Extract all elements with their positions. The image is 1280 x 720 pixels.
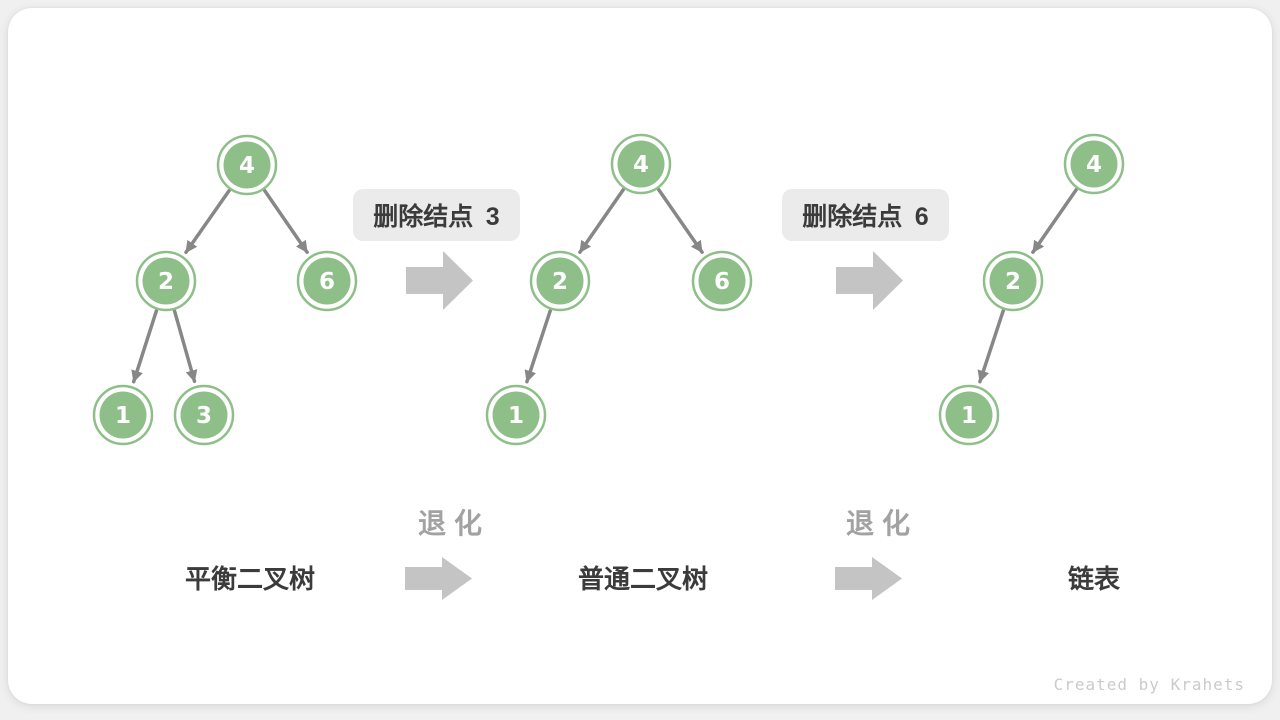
- tree-node: 1: [485, 384, 547, 446]
- tree-node: 6: [296, 250, 358, 312]
- tree-ordinary: 4 2 6 1: [485, 133, 753, 446]
- tree-node: 6: [691, 250, 753, 312]
- tree-node: 1: [938, 384, 1000, 446]
- diagram-card: [8, 8, 1272, 704]
- tree-node-value: 1: [961, 403, 977, 429]
- tree-node-value: 6: [714, 269, 730, 295]
- tree-edge: [977, 308, 1006, 384]
- tree-node: 4: [216, 134, 278, 196]
- tree-linked-list: 4 2 1: [938, 133, 1125, 446]
- arrow-right-icon: [835, 557, 902, 600]
- arrow-right-icon: [406, 251, 473, 310]
- tree-node-value: 2: [158, 269, 174, 295]
- tree-node-value: 3: [196, 403, 212, 429]
- tree-edge: [262, 188, 309, 254]
- tree-title-ordinary: 普通二叉树: [577, 564, 709, 594]
- tree-node-value: 6: [319, 269, 335, 295]
- step-label-text: 删除结点 3: [373, 203, 500, 231]
- tree-edge: [184, 188, 232, 255]
- tree-title-balanced: 平衡二叉树: [184, 564, 316, 594]
- tree-edge: [578, 187, 626, 254]
- delete-node-3-label: 删除结点 3: [353, 189, 520, 241]
- step-label-text: 删除结点 6: [802, 203, 929, 231]
- tree-node-value: 4: [633, 152, 649, 178]
- tree-node: 1: [92, 384, 154, 446]
- degrade-label: 退化: [417, 508, 491, 539]
- credit-text: Created by Krahets: [1053, 675, 1245, 694]
- tree-node: 2: [135, 250, 197, 312]
- tree-node: 4: [1063, 133, 1125, 195]
- tree-node-value: 1: [508, 403, 524, 429]
- tree-edge: [131, 308, 159, 384]
- tree-title-linked-list: 链表: [1067, 564, 1121, 594]
- tree-node-value: 2: [552, 269, 568, 295]
- tree-edge: [1031, 187, 1079, 254]
- tree-node-value: 4: [1086, 152, 1102, 178]
- delete-node-6-label: 删除结点 6: [782, 189, 949, 241]
- degrade-label: 退化: [845, 508, 919, 539]
- tree-node: 4: [610, 133, 672, 195]
- tree-node-value: 2: [1005, 269, 1021, 295]
- tree-node-value: 4: [239, 153, 255, 179]
- tree-node-value: 1: [115, 403, 131, 429]
- arrow-right-icon: [405, 557, 472, 600]
- tree-node: 2: [529, 250, 591, 312]
- tree-edge: [172, 309, 198, 384]
- tree-node: 3: [173, 384, 235, 446]
- tree-node: 2: [982, 250, 1044, 312]
- tree-edge: [524, 308, 553, 384]
- tree-edge: [656, 187, 704, 254]
- arrow-right-icon: [836, 251, 903, 310]
- tree-balanced: 4 2 6 1 3: [92, 134, 358, 446]
